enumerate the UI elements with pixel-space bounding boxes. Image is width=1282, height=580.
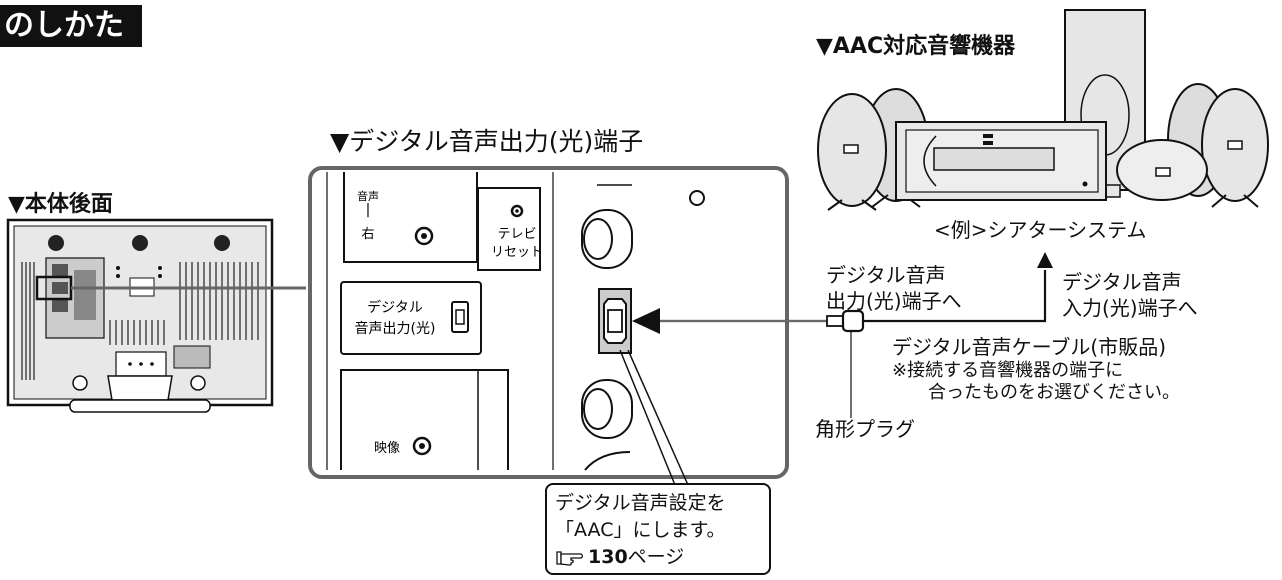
pointing-hand-icon (556, 550, 584, 566)
optical-cable (632, 252, 1053, 418)
theater-system-illustration (817, 9, 1269, 211)
theater-example-label: <例>シアターシステム (934, 218, 1147, 242)
to-input-line2: 入力(光)端子へ (1062, 296, 1198, 320)
section-heading: のしかた (0, 5, 142, 47)
port-panel-label: ▼デジタル音声出力(光)端子 (330, 127, 644, 156)
to-output-line1: デジタル音声 (826, 263, 946, 287)
audio-r-bottom-text: 右 (361, 227, 374, 242)
digital-line1-text: デジタル (367, 299, 423, 316)
to-output-line2: 出力(光)端子へ (826, 289, 962, 313)
cable-note-line1: ※接続する音響機器の端子に (892, 360, 1124, 381)
callout-page-ref[interactable]: 130ページ (555, 544, 769, 571)
callout-page-number: 130 (588, 546, 628, 568)
audio-r-bar-text: | (366, 202, 371, 218)
callout-pointer (619, 349, 689, 486)
tv-reset-line2-text: リセット (491, 245, 543, 260)
settings-callout: デジタル音声設定を 「AAC」にします。 130ページ (545, 483, 771, 575)
port-panel-illustration (308, 166, 789, 479)
digital-line2-text: 音声出力(光) (355, 320, 436, 337)
video-text: 映像 (374, 441, 400, 456)
tv-rear-illustration (6, 218, 274, 413)
cable-label: デジタル音声ケーブル(市販品) (892, 335, 1167, 359)
plug-label: 角形プラグ (815, 417, 915, 441)
aac-device-label: ▼AAC対応音響機器 (816, 34, 1016, 59)
cable-note-line2: 合ったものをお選びください。 (928, 382, 1180, 403)
callout-line2: 「AAC」にします。 (555, 519, 726, 541)
to-input-line1: デジタル音声 (1062, 270, 1182, 294)
callout-line1: デジタル音声設定を (555, 492, 726, 514)
tv-reset-line1-text: テレビ (497, 227, 536, 242)
rear-view-label: ▼本体後面 (8, 192, 113, 217)
callout-page-suffix: ページ (627, 546, 685, 568)
audio-r-top-text: 音声 (357, 189, 379, 203)
